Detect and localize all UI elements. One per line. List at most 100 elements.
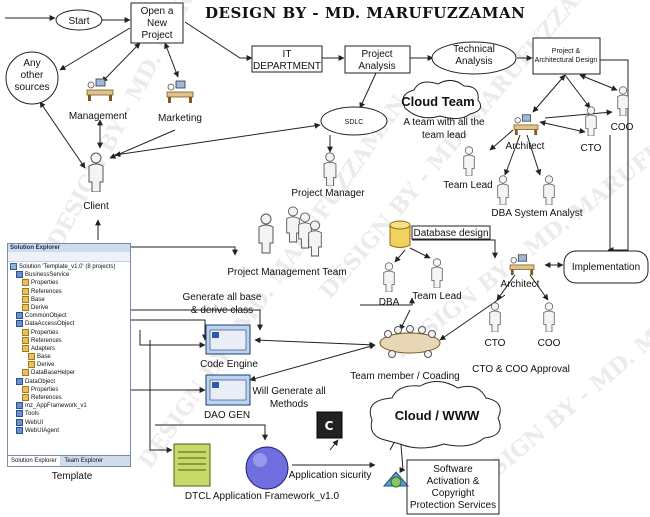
tree-item[interactable]: References <box>8 287 130 296</box>
svg-text:Analysis: Analysis <box>455 56 492 67</box>
solution-explorer-toolbar <box>8 252 130 262</box>
tree-item-label: WebUIAgent <box>25 427 59 434</box>
svg-text:COO: COO <box>611 122 634 133</box>
svg-text:Project Management Team: Project Management Team <box>227 267 346 278</box>
open-project-node: Open a New Project <box>130 2 184 44</box>
cloud-www-node: Cloud / WWW <box>369 381 501 449</box>
project-icon <box>16 426 23 434</box>
svg-text:Code Engine: Code Engine <box>200 359 258 370</box>
team-lead-node: Team Lead <box>443 146 493 191</box>
svg-text:Project: Project <box>361 49 392 60</box>
project-icon <box>16 410 23 418</box>
folder-icon <box>22 303 29 311</box>
tree-item[interactable]: DataBaseHelper <box>8 369 130 377</box>
dba-system-analyst-node: DBA System Analyst <box>491 175 583 219</box>
tree-item[interactable]: BusinessService <box>8 271 130 279</box>
tree-item[interactable]: Adapters <box>8 344 130 353</box>
svg-text:Analysis: Analysis <box>358 61 395 72</box>
coo-node: COO <box>611 86 634 133</box>
tab-team-explorer[interactable]: Team Explorer <box>64 458 104 464</box>
tree-item[interactable]: Properties <box>8 328 130 337</box>
sdlc-node: SDLC <box>320 106 388 136</box>
tree-item[interactable]: Base <box>8 353 130 361</box>
tree-item[interactable]: Derive <box>8 361 130 369</box>
tree-item[interactable]: WebUIAgent <box>8 426 130 435</box>
security-node: C Application sicurity <box>289 411 371 481</box>
dao-gen-node: DAO GEN <box>204 374 251 421</box>
svg-text:Will Generate all: Will Generate all <box>252 386 325 397</box>
tree-item-label: Tools <box>25 411 40 418</box>
tree-item[interactable]: mz_AppFramework_v1 <box>8 402 130 410</box>
svg-text:COO: COO <box>538 338 561 349</box>
folder-icon <box>22 336 29 344</box>
tree-item[interactable]: References <box>8 394 130 402</box>
svg-text:Open a: Open a <box>141 6 174 17</box>
svg-text:Team Lead: Team Lead <box>443 180 492 191</box>
person-icon <box>497 175 509 205</box>
tree-item[interactable]: Solution 'Template_v1.0' (8 projects) <box>8 263 130 271</box>
tree-item-label: Derive <box>31 305 49 312</box>
it-department-node: IT DEPARTMENT <box>251 45 323 73</box>
svg-text:Generate all base: Generate all base <box>183 292 262 303</box>
tree-item-label: Adapters <box>31 345 56 352</box>
svg-text:DAO GEN: DAO GEN <box>204 410 250 421</box>
tree-item[interactable]: DataAccessObject <box>8 320 130 328</box>
template-label: Template <box>52 471 93 482</box>
server-node <box>173 443 211 487</box>
person-icon <box>617 86 629 116</box>
will-generate-label: Will Generate all Methods <box>252 386 325 410</box>
cloud-team-node: Cloud Team A team with all the team lead <box>401 80 485 141</box>
dba-node: DBA <box>379 262 400 308</box>
tree-item[interactable]: CommonObject <box>8 312 130 320</box>
svg-text:Team member / Coading: Team member / Coading <box>350 371 460 382</box>
desk-icon <box>513 114 539 136</box>
svg-text:Technical: Technical <box>453 44 495 55</box>
tree-item-label: Properties <box>31 329 59 336</box>
project-manager-node: Project Manager <box>291 152 365 199</box>
window-icon <box>212 382 219 388</box>
project-icon <box>16 418 23 426</box>
svg-text:Any: Any <box>23 58 40 69</box>
database-icon <box>389 220 411 230</box>
svg-text:Marketing: Marketing <box>158 113 202 124</box>
project-management-team-node: Project Management Team <box>227 206 347 278</box>
tree-item[interactable]: Derive <box>8 303 130 312</box>
tree-item[interactable]: Base <box>8 295 130 304</box>
svg-text:Protection Services: Protection Services <box>410 500 496 511</box>
framework-node: DTCL Application Framework_v1.0 <box>185 446 340 502</box>
tab-solution-explorer[interactable]: Solution Explorer <box>8 456 60 466</box>
tree-item-label: DataBaseHelper <box>31 370 76 377</box>
tree-item[interactable]: Properties <box>8 279 130 287</box>
tree-item-label: WebUI <box>25 419 44 426</box>
client-node: Client <box>83 152 109 212</box>
person-icon <box>463 146 475 176</box>
team-lead-2-node: Team Lead <box>412 258 462 302</box>
globe-icon <box>245 446 289 490</box>
database-design-node: Database design <box>389 220 491 248</box>
folder-icon <box>22 287 29 295</box>
svg-text:New: New <box>147 18 168 29</box>
tree-item[interactable]: References <box>8 336 130 345</box>
tree-item[interactable]: DataObject <box>8 377 130 386</box>
svg-text:Copyright: Copyright <box>432 488 475 499</box>
technical-analysis-node: Technical Analysis <box>431 41 517 75</box>
svg-text:Start: Start <box>68 16 89 27</box>
svg-text:IT: IT <box>283 49 292 60</box>
tree-item[interactable]: WebUI <box>8 418 130 427</box>
solution-tree: Solution 'Template_v1.0' (8 projects)Bus… <box>8 262 130 435</box>
svg-text:Management: Management <box>69 111 128 122</box>
tree-item-label: Properties <box>31 280 59 287</box>
project-icon <box>16 271 23 279</box>
tree-item[interactable]: Properties <box>8 385 130 394</box>
tree-item[interactable]: Tools <box>8 410 130 418</box>
svg-text:DTCL Application Framework_v1.: DTCL Application Framework_v1.0 <box>185 491 340 502</box>
project-icon <box>16 377 23 385</box>
svg-text:Methods: Methods <box>270 399 308 410</box>
marketing-node: Marketing <box>158 80 202 124</box>
person-icon <box>431 258 443 288</box>
window-icon <box>212 332 219 338</box>
team-member-node: Team member / Coading <box>350 325 460 382</box>
person-icon <box>383 262 395 292</box>
folder-icon <box>22 385 29 393</box>
